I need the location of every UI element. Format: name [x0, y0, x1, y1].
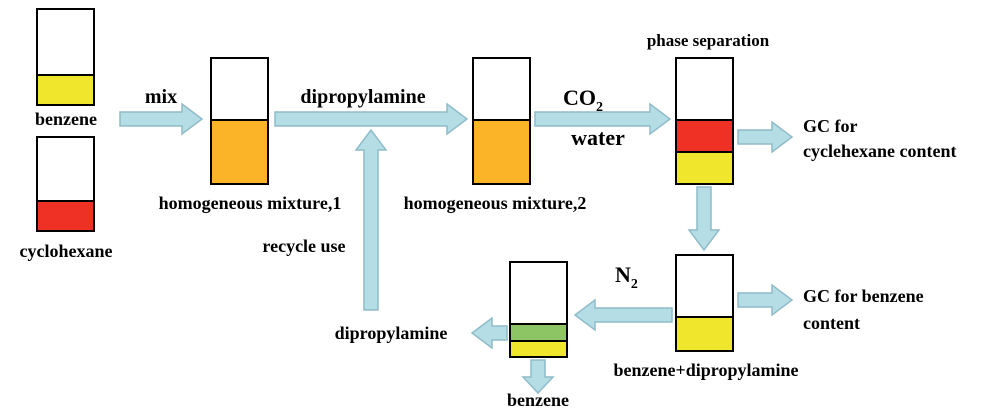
- co2-label: CO2: [563, 85, 603, 115]
- final-separation-tube: [509, 261, 568, 358]
- mix-arrow: [119, 102, 204, 136]
- lower-benzene-layer: [675, 151, 734, 185]
- benzene-layer: [36, 74, 95, 106]
- gc-cyclohexane-label-1: GC for: [803, 116, 857, 136]
- benzene-tube: [36, 8, 95, 106]
- cyclohexane-input-label: cyclohexane: [20, 241, 113, 261]
- down-arrow: [687, 186, 721, 252]
- gc-cyclohexane-arrow: [737, 120, 794, 154]
- mixture1-tube: [210, 57, 269, 185]
- n2-label: N2: [615, 262, 638, 292]
- benzene-out-arrow: [521, 359, 555, 395]
- gc-benzene-label-2: content: [803, 313, 860, 333]
- benzene-dipropylamine-label: benzene+dipropylamine: [614, 360, 799, 380]
- mixture2-layer: [472, 119, 531, 185]
- recycle-label: recycle use: [262, 236, 345, 256]
- recycle-arrow: [354, 128, 388, 311]
- mixture1-label: homogeneous mixture,1: [159, 193, 342, 213]
- dipropylamine-add-label: dipropylamine: [300, 86, 425, 108]
- mix-label: mix: [145, 86, 177, 108]
- cyclohexane-tube: [36, 136, 95, 232]
- benzene-dipropylamine-tube: [675, 254, 734, 352]
- dipropylamine-layer: [509, 323, 568, 342]
- benzene-dipropylamine-layer: [675, 316, 734, 352]
- gc-cyclohexane-label-2: cyclehexane content: [803, 141, 956, 161]
- mixture2-tube: [472, 57, 531, 185]
- mixture1-layer: [210, 119, 269, 185]
- cyclohexane-layer: [36, 200, 95, 232]
- mixture2-label: homogeneous mixture,2: [404, 193, 587, 213]
- dipropylamine-arrow: [274, 102, 469, 136]
- n2-arrow: [573, 298, 673, 332]
- upper-cyclohexane-layer: [675, 119, 734, 153]
- gc-benzene-label-1: GC for benzene: [803, 286, 924, 306]
- phase-separation-label: phase separation: [647, 31, 770, 50]
- gc-benzene-arrow: [737, 283, 794, 317]
- benzene-input-label: benzene: [35, 109, 97, 129]
- benzene-bottom-layer: [509, 340, 568, 358]
- phase-separation-tube: [675, 57, 734, 185]
- co2-water-arrow: [534, 102, 672, 136]
- benzene-out-label: benzene: [507, 390, 569, 410]
- dipropylamine-out-label: dipropylamine: [335, 323, 448, 343]
- dipropylamine-out-arrow: [470, 316, 508, 350]
- water-label: water: [571, 125, 625, 150]
